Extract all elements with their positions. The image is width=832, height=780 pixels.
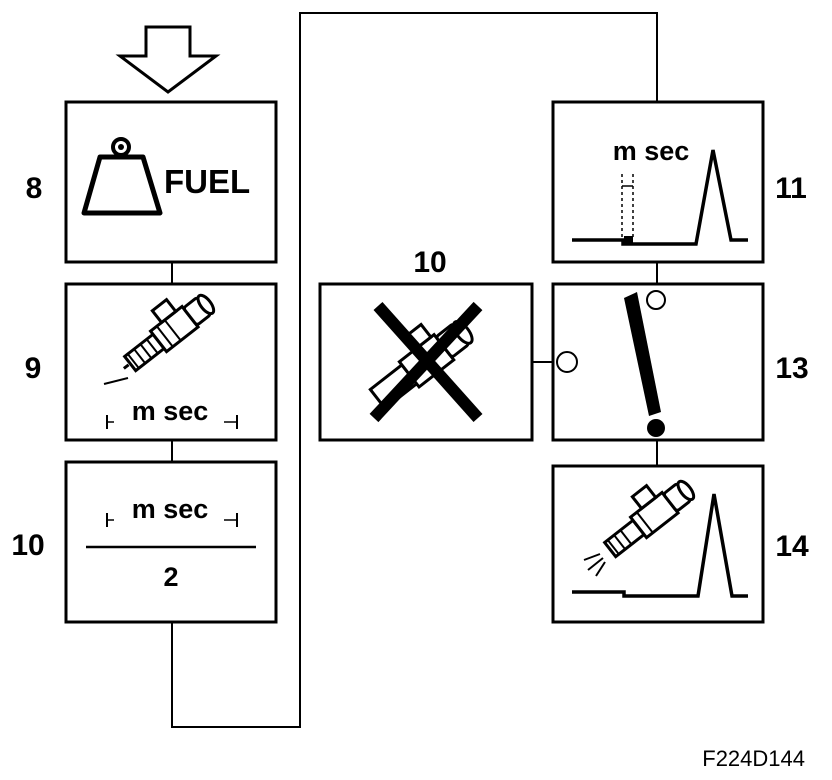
- msec-label: m sec: [132, 396, 209, 426]
- injector-spray-pulse-icon: [572, 479, 748, 598]
- step-11-box: m sec: [551, 100, 765, 264]
- step-10-crossed-box: [318, 282, 534, 442]
- connector-node-icon: [556, 351, 578, 373]
- pulse-timing-icon: [572, 149, 748, 246]
- fraction-denominator: 2: [163, 562, 178, 592]
- msec-label-11: m sec: [613, 136, 690, 166]
- exclamation-icon: [624, 292, 665, 437]
- fuel-label: FUEL: [164, 163, 250, 200]
- step-number-14: 14: [775, 530, 809, 563]
- fuel-injector-icon: [122, 293, 216, 373]
- connector-node-icon: [646, 290, 666, 310]
- step-number-10-middle: 10: [413, 246, 446, 279]
- entry-arrow-icon: [115, 25, 221, 94]
- fraction-numerator: m sec: [132, 494, 209, 524]
- step-number-9: 9: [25, 352, 42, 385]
- step-number-11: 11: [775, 172, 807, 205]
- step-number-10-left: 10: [11, 529, 44, 562]
- step-14-box: [551, 464, 765, 624]
- step-13-box: [551, 282, 765, 442]
- step-9-box: m sec: [64, 282, 278, 442]
- weight-icon: [81, 137, 163, 216]
- step-number-8: 8: [26, 172, 43, 205]
- connector-lines: [171, 12, 658, 728]
- step-10-fraction-box: m sec 2: [64, 460, 278, 624]
- figure-code: F224D144: [702, 746, 805, 771]
- step-8-box: FUEL: [64, 100, 278, 264]
- step-number-13: 13: [775, 352, 808, 385]
- crossed-out-injector-icon: [368, 301, 483, 423]
